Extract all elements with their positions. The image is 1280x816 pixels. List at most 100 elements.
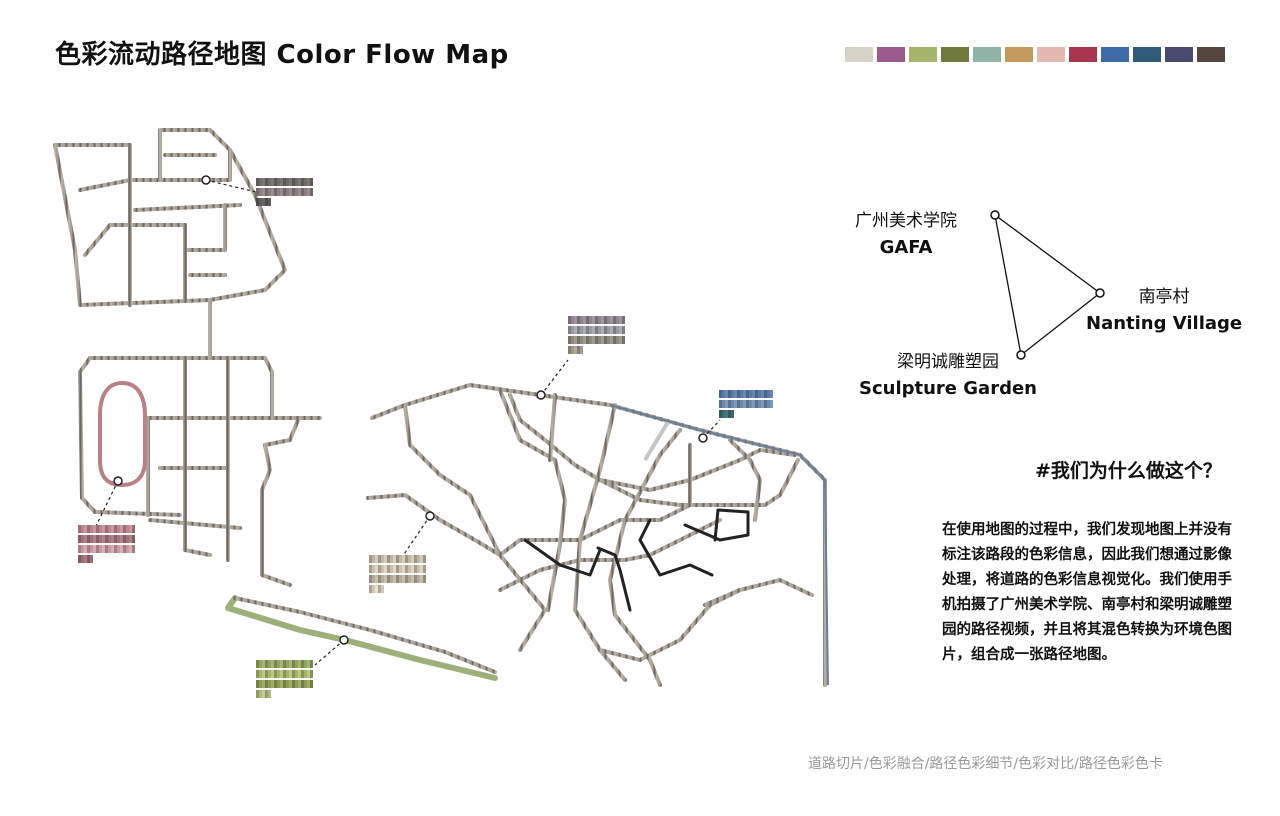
color-card-stripe [731, 390, 734, 398]
color-card-stripe [610, 326, 613, 334]
color-card-stripe [598, 316, 601, 324]
color-card-stripe [375, 565, 378, 573]
color-card-stripe [298, 178, 301, 186]
color-card-stripe [387, 565, 390, 573]
color-card-stripe [607, 336, 610, 344]
color-card-stripe [423, 555, 426, 563]
color-card-stripe [265, 670, 268, 678]
color-card-stripe [286, 670, 289, 678]
color-card-stripe [719, 410, 722, 418]
color-card-stripe [292, 188, 295, 196]
color-card-stripe [84, 545, 87, 553]
color-card-stripe [90, 545, 93, 553]
color-card-stripe [114, 535, 117, 543]
color-card-stripe [268, 660, 271, 668]
color-card-stripe [259, 188, 262, 196]
label-nanting-en: Nanting Village [1086, 313, 1243, 334]
color-card-stripe [387, 555, 390, 563]
color-cards [78, 178, 773, 698]
palette-swatch [1037, 47, 1065, 62]
color-card-stripe [619, 316, 622, 324]
color-card-stripe [90, 525, 93, 533]
color-card-stripe [583, 316, 586, 324]
color-card-stripe [271, 178, 274, 186]
color-card-stripe [277, 188, 280, 196]
color-card-stripe [277, 680, 280, 688]
color-card-stripe [259, 690, 262, 698]
color-card-stripe [604, 326, 607, 334]
palette-swatch [845, 47, 873, 62]
sculpture-garden-road [225, 595, 498, 681]
color-card-stripe [262, 178, 265, 186]
running-track [98, 380, 147, 488]
color-card-stripe [722, 390, 725, 398]
color-card-stripe [405, 555, 408, 563]
color-card-stripe [405, 575, 408, 583]
color-card-stripe [580, 346, 583, 354]
color-card-stripe [307, 670, 310, 678]
color-card-stripe [728, 390, 731, 398]
color-card-stripe [722, 410, 725, 418]
label-gafa: 广州美术学院 GAFA [855, 206, 957, 258]
color-card-stripe [262, 670, 265, 678]
color-card-stripe [129, 535, 132, 543]
location-triangle [994, 214, 1101, 356]
color-card-stripe [746, 400, 749, 408]
color-card-stripe [725, 410, 728, 418]
color-card-stripe [725, 390, 728, 398]
color-card-stripe [408, 565, 411, 573]
color-card-stripe [84, 525, 87, 533]
color-card-stripe [577, 316, 580, 324]
color-card-stripe [286, 178, 289, 186]
color-card-stripe [289, 660, 292, 668]
color-card-stripe [728, 400, 731, 408]
color-palette [845, 47, 1225, 62]
color-card-stripe [622, 336, 625, 344]
color-card-stripe [307, 680, 310, 688]
color-card-stripe [767, 400, 770, 408]
label-gafa-zh: 广州美术学院 [855, 211, 957, 231]
color-card-stripe [268, 178, 271, 186]
color-card-stripe [289, 680, 292, 688]
color-card-stripe [731, 400, 734, 408]
color-card-stripe [123, 535, 126, 543]
color-card-stripe [259, 198, 262, 206]
color-card-stripe [129, 545, 132, 553]
color-card-stripe [295, 188, 298, 196]
color-card-stripe [298, 188, 301, 196]
color-card-stripe [262, 660, 265, 668]
color-card-stripe [577, 346, 580, 354]
triangle-nodes[interactable] [990, 210, 1105, 360]
color-card-stripe [755, 400, 758, 408]
color-card-stripe [616, 336, 619, 344]
color-card-stripe [117, 535, 120, 543]
color-card-stripe [310, 670, 313, 678]
color-card-stripe [583, 326, 586, 334]
color-card-stripe [301, 680, 304, 688]
color-card-stripe [589, 326, 592, 334]
color-card-stripe [414, 575, 417, 583]
color-card-stripe [420, 575, 423, 583]
color-card-stripe [390, 565, 393, 573]
color-card-stripe [396, 555, 399, 563]
color-card-stripe [725, 400, 728, 408]
color-card-stripe [393, 565, 396, 573]
color-card-stripe [304, 188, 307, 196]
color-card-stripe [571, 336, 574, 344]
color-card-stripe [126, 535, 129, 543]
color-card-stripe [286, 188, 289, 196]
node-gafa [990, 210, 1000, 220]
callout-markers[interactable] [113, 175, 708, 645]
nanting-roads [366, 383, 827, 687]
color-card-stripe [592, 336, 595, 344]
color-card-stripe [568, 316, 571, 324]
color-card-stripe [390, 555, 393, 563]
color-card-stripe [78, 545, 81, 553]
marker-nanting-north [536, 390, 546, 400]
color-card-stripe [99, 535, 102, 543]
color-card-stripe [568, 326, 571, 334]
color-card-stripe [402, 555, 405, 563]
color-card-stripe [601, 316, 604, 324]
color-card-stripe [595, 336, 598, 344]
color-card-stripe [743, 390, 746, 398]
